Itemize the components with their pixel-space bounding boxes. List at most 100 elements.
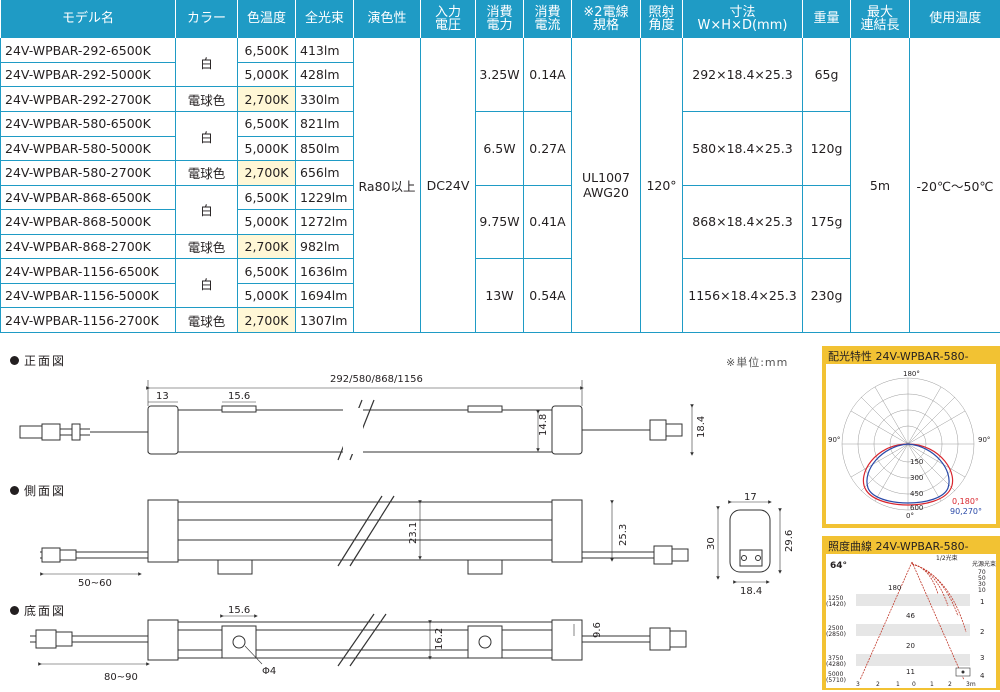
cell-lumen: 821lm (296, 111, 354, 136)
illum-source-icon (962, 671, 965, 674)
cell-color: 白 (176, 111, 238, 160)
cell-temp: 5,000K (238, 283, 296, 308)
cell-color: 電球色 (176, 161, 238, 186)
technical-drawing: 292/580/868/1156 13 15.6 14.8 18.4 23.1 … (0, 340, 815, 690)
illum-right-1: 1 (980, 598, 984, 606)
cell-color: 白 (176, 185, 238, 234)
polar-body: 180° 90° 90° 0° 150 300 450 600 0,180° 9… (826, 364, 996, 524)
header-current: 消費電流 (524, 0, 572, 38)
cell-current: 0.54A (524, 259, 572, 333)
illum-bottom-1r: 1 (930, 681, 934, 688)
cell-weight: 230g (803, 259, 851, 333)
dim-9-6: 9.6 (592, 622, 603, 638)
cell-current: 0.27A (524, 111, 572, 185)
cell-model: 24V-WPBAR-1156-5000K (1, 283, 176, 308)
cell-angle: 120° (641, 38, 683, 333)
header-input: 入力電圧 (421, 0, 476, 38)
header-power: 消費電力 (476, 0, 524, 38)
polar-label-bottom: 0° (906, 512, 914, 520)
cell-power: 3.25W (476, 38, 524, 112)
cell-optemp: -20℃～50℃ (910, 38, 1000, 333)
cell-lumen: 330lm (296, 87, 354, 112)
cell-lumen: 850lm (296, 136, 354, 161)
dim-14-8: 14.8 (538, 414, 549, 436)
illum-bottom-0: 0 (912, 681, 916, 688)
cell-maxlen: 5m (851, 38, 910, 333)
illum-right-3: 3 (980, 654, 984, 662)
polar-label-top: 180° (903, 370, 920, 378)
illum-right-4: 4 (980, 672, 985, 680)
header-weight: 重量 (803, 0, 851, 38)
cell-model: 24V-WPBAR-292-2700K (1, 87, 176, 112)
illum-bottom-3r: 3m (966, 681, 976, 688)
polar-r2: 300 (910, 474, 923, 482)
cell-temp: 2,700K (238, 234, 296, 259)
cell-power: 9.75W (476, 185, 524, 259)
polar-label-right: 90° (978, 436, 990, 444)
cell-color: 電球色 (176, 308, 238, 333)
illum-axis-4280: (4280) (826, 661, 846, 668)
header-angle: 照射角度 (641, 0, 683, 38)
cell-model: 24V-WPBAR-292-6500K (1, 38, 176, 63)
header-wire: ※2電線規格 (572, 0, 641, 38)
cell-color: 白 (176, 259, 238, 308)
illum-angle: 64° (830, 561, 847, 571)
dim-29-6: 29.6 (784, 530, 795, 552)
cell-weight: 175g (803, 185, 851, 259)
cell-lumen: 656lm (296, 161, 354, 186)
front-view (20, 380, 692, 460)
cell-model: 24V-WPBAR-292-5000K (1, 62, 176, 87)
cell-color: 白 (176, 38, 238, 87)
dim-25-3: 25.3 (618, 524, 629, 546)
header-maxlen: 最大連結長 (851, 0, 910, 38)
cell-temp: 6,500K (238, 38, 296, 63)
cell-lumen: 1636lm (296, 259, 354, 284)
polar-label-left: 90° (828, 436, 840, 444)
table-header-row: モデル名 カラー 色温度 全光束 演色性 入力電圧 消費電力 消費電流 ※2電線… (1, 0, 1000, 38)
dim-50-60: 50~60 (78, 578, 112, 589)
illum-legend-10: 10 (978, 587, 986, 594)
dim-17: 17 (744, 492, 757, 503)
illum-bottom-3l: 3 (856, 681, 860, 688)
cell-lumen: 1229lm (296, 185, 354, 210)
illum-axis-1420: (1420) (826, 601, 846, 608)
polar-legend-2: 90,270° (950, 507, 982, 516)
cell-model: 24V-WPBAR-580-2700K (1, 161, 176, 186)
header-color: カラー (176, 0, 238, 38)
cell-model: 24V-WPBAR-868-6500K (1, 185, 176, 210)
dim-18-4: 18.4 (696, 416, 707, 438)
illum-bottom-2l: 2 (876, 681, 880, 688)
cell-temp: 2,700K (238, 161, 296, 186)
polar-r1: 150 (910, 458, 923, 466)
illum-value-46: 46 (906, 612, 915, 620)
cell-temp: 2,700K (238, 87, 296, 112)
illum-center-label: 1/2光束 (936, 554, 958, 562)
dim-15-6: 15.6 (228, 391, 250, 402)
cell-lumen: 1272lm (296, 210, 354, 235)
dim-18-4-end: 18.4 (740, 586, 762, 597)
cell-model: 24V-WPBAR-868-5000K (1, 210, 176, 235)
cell-model: 24V-WPBAR-580-5000K (1, 136, 176, 161)
cell-temp: 6,500K (238, 259, 296, 284)
header-model: モデル名 (1, 0, 176, 38)
spec-table: モデル名 カラー 色温度 全光束 演色性 入力電圧 消費電力 消費電流 ※2電線… (0, 0, 1000, 333)
header-lumen: 全光束 (296, 0, 354, 38)
illuminance-panel: 照度曲線 24V-WPBAR-580-5000K 64° 1/2光束 1250 … (822, 536, 1000, 690)
dim-80-90: 80~90 (104, 672, 138, 683)
header-cri: 演色性 (354, 0, 421, 38)
dim-23-1: 23.1 (408, 522, 419, 544)
cell-model: 24V-WPBAR-580-6500K (1, 111, 176, 136)
illum-right-2: 2 (980, 628, 984, 636)
polar-chart: 180° 90° 90° 0° 150 300 450 600 0,180° 9… (826, 364, 996, 524)
dim-13: 13 (156, 391, 169, 402)
cell-model: 24V-WPBAR-1156-6500K (1, 259, 176, 284)
cell-lumen: 428lm (296, 62, 354, 87)
cell-dimensions: 1156×18.4×25.3 (683, 259, 803, 333)
illum-axis-2850: (2850) (826, 631, 846, 638)
cell-temp: 5,000K (238, 136, 296, 161)
cell-power: 6.5W (476, 111, 524, 185)
dim-16-2: 16.2 (434, 628, 445, 650)
dim-phi4: Φ4 (262, 666, 276, 677)
cell-weight: 65g (803, 38, 851, 112)
